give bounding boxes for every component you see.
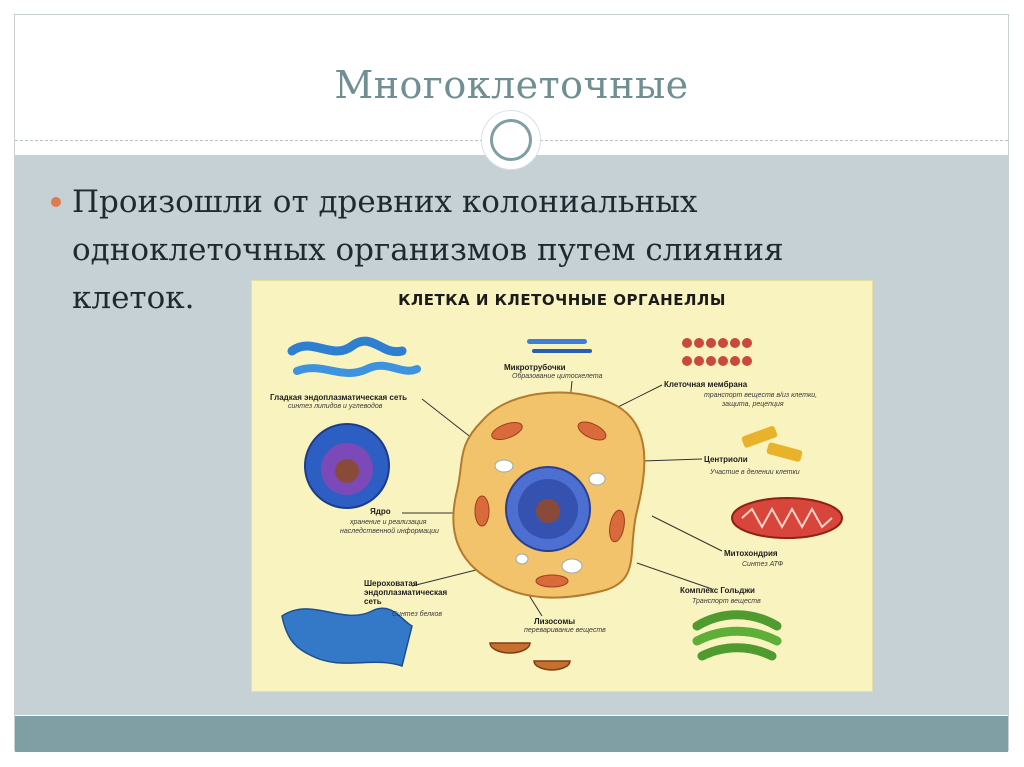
label-lysosomes: Лизосомы xyxy=(534,617,576,626)
label-rough-er-3: сеть xyxy=(364,597,382,606)
desc-rough-er: Синтез белков xyxy=(392,611,443,618)
diagram-title: КЛЕТКА И КЛЕТОЧНЫЕ ОРГАНЕЛЛЫ xyxy=(398,291,726,309)
bullet-dot-icon xyxy=(51,197,61,207)
desc-lysosomes: переваривание веществ xyxy=(524,627,606,634)
desc-membrane-1: транспорт веществ в/из клетки, xyxy=(704,392,818,399)
label-golgi: Комплекс Гольджи xyxy=(680,586,755,595)
label-microtubules: Микротрубочки xyxy=(504,363,566,372)
desc-smooth-er: синтез липидов и углеводов xyxy=(288,403,383,410)
desc-microtubules: Образование цитоскелета xyxy=(512,373,603,380)
label-smooth-er: Гладкая эндоплазматическая сеть xyxy=(270,393,408,402)
desc-nucleus-1: хранение и реализация xyxy=(350,519,427,526)
label-mitochondria: Митохондрия xyxy=(724,549,778,558)
cell-organelles-diagram: КЛЕТКА И КЛЕТОЧНЫЕ ОРГАНЕЛЛЫ Гладкая энд… xyxy=(251,280,873,692)
label-membrane: Клеточная мембрана xyxy=(664,380,748,389)
label-rough-er-2: эндоплазматическая xyxy=(364,588,448,597)
desc-membrane-2: защита, рецепция xyxy=(722,401,784,408)
label-nucleus: Ядро xyxy=(370,507,391,516)
divider-ring-icon xyxy=(482,111,540,169)
bullet-text: Произошли от древних колониальных однокл… xyxy=(72,184,784,316)
slide-title: Многоклеточные xyxy=(334,63,689,107)
diagram-illustration xyxy=(281,336,843,671)
desc-mitochondria: Синтез АТФ xyxy=(742,561,784,568)
desc-golgi: Транспорт веществ xyxy=(692,598,761,605)
label-centrioles: Центриоли xyxy=(704,455,748,464)
desc-centrioles: Участие в делении клетки xyxy=(710,469,800,476)
footer-bar xyxy=(15,716,1008,752)
desc-nucleus-2: наследственной информации xyxy=(340,528,439,535)
label-rough-er-1: Шероховатая xyxy=(364,579,418,588)
